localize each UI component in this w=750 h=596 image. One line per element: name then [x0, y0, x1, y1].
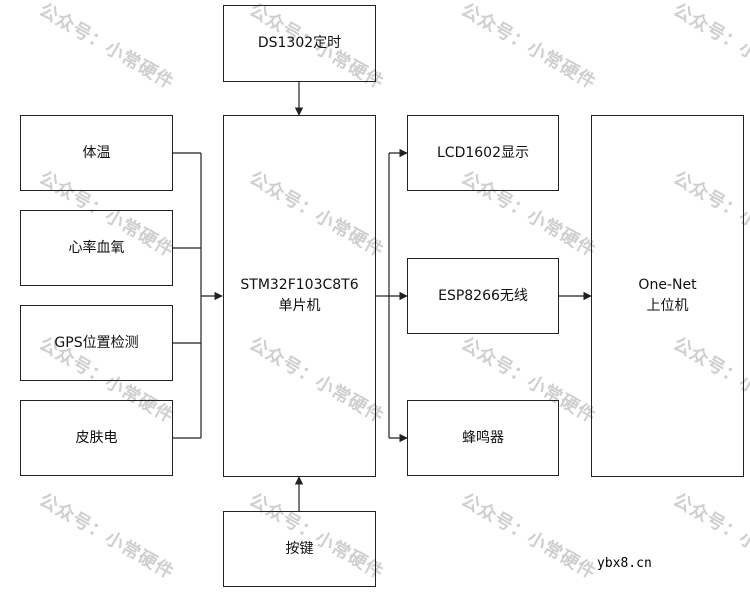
block-heart-rate-spo2-label: 心率血氧 [68, 239, 125, 256]
block-gps-label: GPS位置检测 [54, 334, 139, 351]
block-mcu-label-line2: 单片机 [278, 298, 321, 314]
block-mcu-label-line1: STM32F103C8T6 [240, 277, 359, 293]
block-skin-conductance-label: 皮肤电 [75, 429, 118, 446]
block-buzzer: 蜂鸣器 [407, 400, 559, 476]
block-heart-rate-spo2: 心率血氧 [20, 210, 173, 286]
block-ds1302: DS1302定时 [223, 5, 376, 82]
block-host: One-Net 上位机 [591, 115, 744, 477]
block-skin-conductance: 皮肤电 [20, 400, 173, 476]
block-esp8266: ESP8266无线 [407, 258, 559, 334]
block-lcd-label: LCD1602显示 [437, 144, 529, 161]
block-lcd: LCD1602显示 [407, 115, 559, 191]
block-key: 按键 [223, 511, 376, 587]
block-buzzer-label: 蜂鸣器 [462, 429, 504, 446]
block-host-label-line1: One-Net [638, 277, 697, 293]
block-temperature-label: 体温 [82, 144, 111, 161]
block-temperature: 体温 [20, 115, 173, 191]
block-esp8266-label: ESP8266无线 [438, 287, 528, 304]
block-gps: GPS位置检测 [20, 305, 173, 381]
block-ds1302-label: DS1302定时 [257, 35, 342, 51]
block-host-label-line2: 上位机 [646, 298, 689, 314]
block-key-label: 按键 [285, 540, 314, 557]
site-watermark: ybx8.cn [597, 556, 652, 571]
block-mcu: STM32F103C8T6 单片机 [223, 115, 376, 477]
